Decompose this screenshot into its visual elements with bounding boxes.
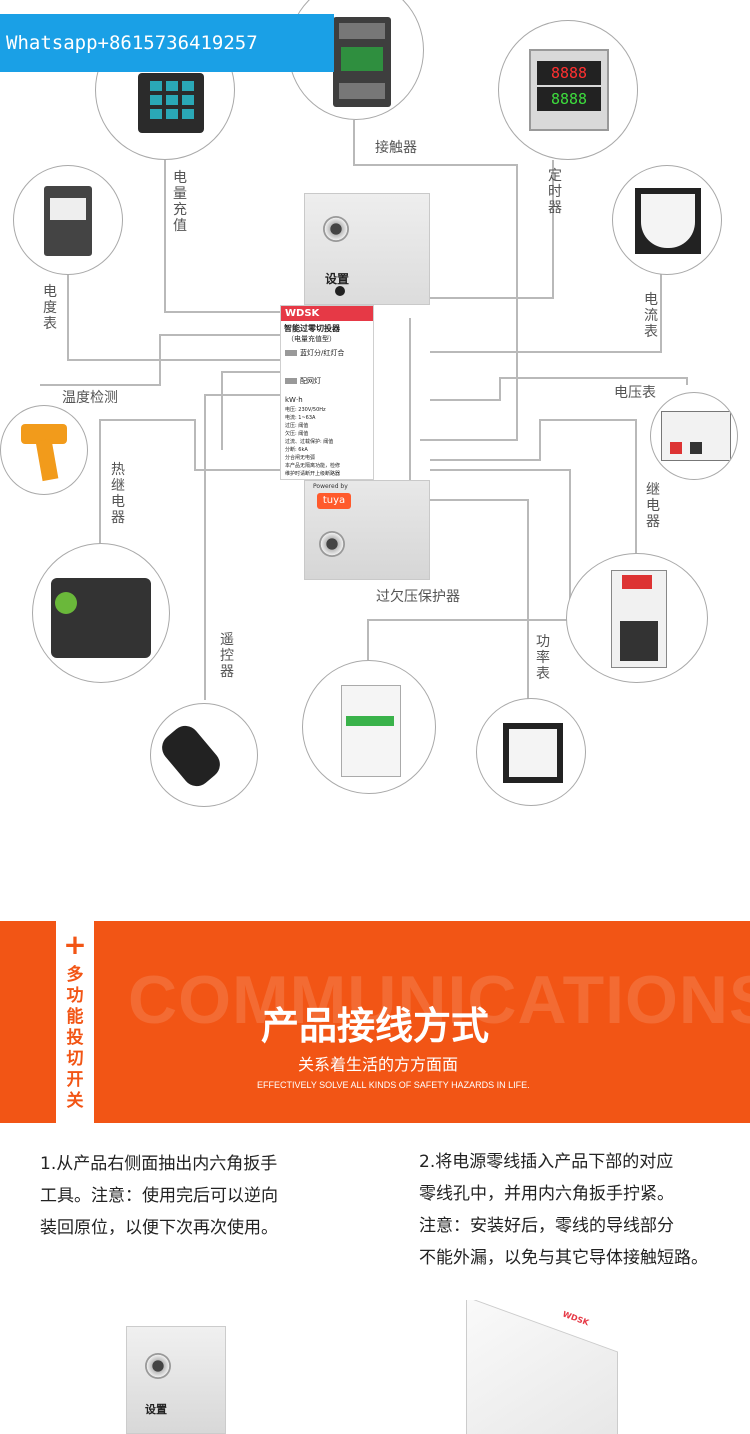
thermometer-icon — [21, 424, 67, 482]
remote-icon — [156, 720, 226, 792]
label-timer: 定时器 — [548, 168, 562, 216]
power-meter-icon — [503, 723, 563, 783]
plus-icon: + — [63, 928, 87, 961]
protector-icon — [341, 685, 401, 777]
circle-meter — [13, 165, 123, 275]
banner-ghost-text: COMMUNICATIONS — [128, 962, 750, 1038]
bottom-set-label: 设置 — [145, 1403, 167, 1416]
device-spec-line: 电压: 230V/50Hz — [285, 407, 326, 413]
circle-thermal-relay — [32, 543, 170, 683]
device-name: 智能过零切投器 — [284, 324, 340, 333]
product-bottom-image: WDSK — [442, 1300, 640, 1434]
device-spec-line: 过流、过载保护: 阈值 — [285, 439, 334, 445]
ammeter-icon — [635, 188, 701, 254]
circle-protector — [302, 660, 436, 794]
network-led — [285, 378, 297, 384]
relay-icon — [611, 570, 667, 668]
device-spec-line: 电流: 1~63A — [285, 415, 316, 421]
product-side-image: 设置 — [126, 1326, 226, 1434]
tuya-logo: tuya — [317, 493, 351, 509]
side-tag: + 多功能投切开关 — [56, 921, 94, 1123]
device-powered-by: Powered by — [313, 483, 348, 490]
thermal-relay-icon — [51, 578, 151, 658]
timer-display-bottom: 8888 — [537, 87, 601, 111]
circle-thermometer — [0, 405, 88, 495]
device-spec-line: 分断: 6kA — [285, 447, 308, 453]
device-spec-line: 欠压: 阈值 — [285, 431, 309, 437]
device-brand: WDSK — [281, 306, 373, 321]
device-spec-line: 维护时请断开上级断路器 — [285, 471, 341, 477]
label-meter: 电度表 — [43, 284, 57, 332]
screw-icon — [323, 216, 349, 242]
screw-icon — [319, 531, 345, 557]
label-power-meter: 功率表 — [536, 634, 550, 682]
device-lower-body: Powered by tuya — [304, 480, 430, 580]
step-2-line: 注意：安装好后，零线的导线部分 — [419, 1216, 674, 1236]
wiring-lines — [40, 120, 688, 700]
label-temperature: 温度检测 — [62, 390, 118, 406]
circle-remote — [150, 703, 258, 807]
step-1-line: 工具。注意：使用完后可以逆向 — [40, 1186, 278, 1206]
step-1: 1.从产品右侧面抽出内六角扳手 工具。注意：使用完后可以逆向 装回原位，以便下次… — [40, 1148, 278, 1244]
label-voltmeter: 电压表 — [614, 385, 656, 401]
device-upper-body: 设置 — [304, 193, 430, 305]
label-remote: 遥控器 — [220, 632, 234, 680]
circle-voltmeter — [650, 392, 738, 480]
device-spec-line: 本产品无隔离功能，检修 — [285, 463, 341, 469]
circle-power-meter — [476, 698, 586, 806]
device-set-label: 设置 — [325, 272, 350, 286]
electric-meter-icon — [44, 186, 92, 256]
switch-device: 设置 WDSK 智能过零切投器 （电量充值型） 蓝灯分/红灯合 配网灯 kW·h… — [280, 193, 430, 580]
label-contactor: 接触器 — [375, 140, 417, 156]
step-1-line: 装回原位，以便下次再次使用。 — [40, 1218, 278, 1238]
device-indicator-2: 配网灯 — [300, 377, 321, 385]
indicator-led — [285, 350, 297, 356]
circle-timer: 8888 8888 — [498, 20, 638, 160]
bottom-brand: WDSK — [561, 1309, 591, 1328]
banner-english: EFFECTIVELY SOLVE ALL KINDS OF SAFETY HA… — [257, 1080, 530, 1090]
label-relay: 继电器 — [646, 482, 660, 530]
step-2-line: 零线孔中，并用内六角扳手拧紧。 — [419, 1184, 674, 1204]
device-subtitle: （电量充值型） — [287, 335, 336, 343]
whatsapp-watermark: Whatsapp+8615736419257 — [0, 14, 334, 72]
banner-subtitle: 关系着生活的方方面面 — [298, 1055, 459, 1074]
circle-ammeter — [612, 165, 722, 275]
device-front-panel: WDSK 智能过零切投器 （电量充值型） 蓝灯分/红灯合 配网灯 kW·h 电压… — [280, 305, 374, 480]
device-specs: 电压: 230V/50Hz 电流: 1~63A 过压: 阈值欠压: 阈值过流、过载保… — [281, 404, 373, 480]
set-button — [335, 286, 345, 296]
step-2-line: 2.将电源零线插入产品下部的对应 — [419, 1152, 674, 1172]
screw-icon — [145, 1353, 171, 1379]
step-2: 2.将电源零线插入产品下部的对应 零线孔中，并用内六角扳手拧紧。 注意：安装好后… — [419, 1146, 708, 1274]
label-thermal-relay: 热继电器 — [111, 462, 125, 526]
device-spec-line: 分合闸无电弧 — [285, 455, 316, 461]
voltmeter-icon — [661, 411, 731, 461]
timer-icon: 8888 8888 — [529, 49, 609, 131]
circle-relay — [566, 553, 708, 683]
banner-title: 产品接线方式 — [260, 1004, 489, 1048]
side-tag-text: 多功能投切开关 — [66, 965, 84, 1111]
timer-display-top: 8888 — [537, 61, 601, 85]
step-1-line: 1.从产品右侧面抽出内六角扳手 — [40, 1154, 278, 1174]
section-banner: + 多功能投切开关 COMMUNICATIONS 产品接线方式 关系着生活的方方… — [0, 921, 750, 1123]
label-ammeter: 电流表 — [644, 292, 658, 340]
keypad-icon — [138, 73, 204, 133]
label-protector: 过欠压保护器 — [376, 589, 460, 605]
device-indicator-1: 蓝灯分/红灯合 — [300, 349, 345, 357]
device-spec-line: 过压: 阈值 — [285, 423, 309, 429]
device-unit: kW·h — [285, 396, 303, 404]
step-2-line: 不能外漏，以免与其它导体接触短路。 — [419, 1248, 708, 1268]
contactor-icon — [333, 17, 391, 107]
label-power-recharge: 电量充值 — [173, 170, 187, 234]
